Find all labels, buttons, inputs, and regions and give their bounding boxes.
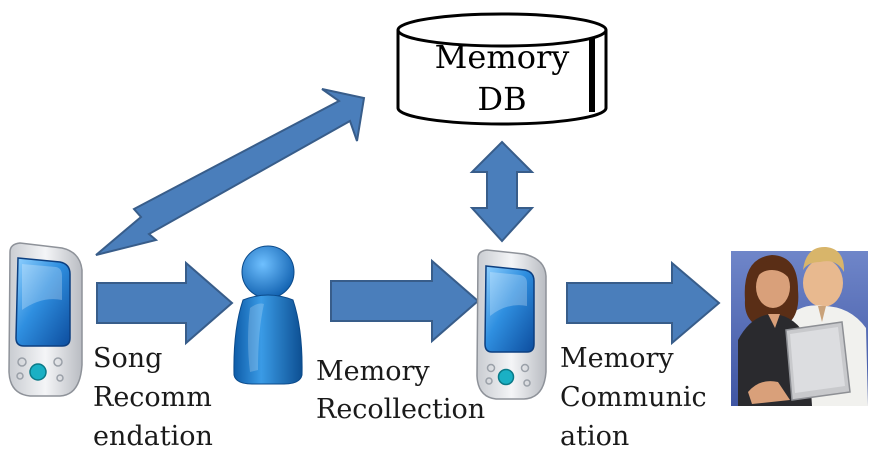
memory-db-cylinder: Memory DB <box>396 12 608 126</box>
label-song-recommendation-line2: Recomm <box>93 382 212 413</box>
people-at-laptop-icon <box>731 246 868 406</box>
label-memory-recollection-line1: Memory <box>316 356 430 387</box>
label-memory-communication-line2: Communic <box>560 382 707 413</box>
db-label-line2: DB <box>477 80 526 118</box>
mobile-phone-icon <box>476 249 547 400</box>
arrow-to-device <box>330 258 480 344</box>
arrow-to-people <box>566 260 721 346</box>
label-memory-communication-line1: Memory <box>560 343 674 374</box>
label-memory-recollection-line2: Recollection <box>316 394 485 425</box>
label-song-recommendation-line1: Song <box>93 343 162 374</box>
mobile-phone-icon <box>8 242 83 397</box>
arrow-to-person <box>96 260 234 346</box>
label-song-recommendation-line3: endation <box>93 421 213 452</box>
person-icon <box>233 245 303 385</box>
db-label-line1: Memory <box>435 38 570 76</box>
double-arrow-phone-db <box>95 88 366 256</box>
label-memory-communication-line3: ation <box>560 421 629 452</box>
double-arrow-db-device <box>469 140 535 243</box>
